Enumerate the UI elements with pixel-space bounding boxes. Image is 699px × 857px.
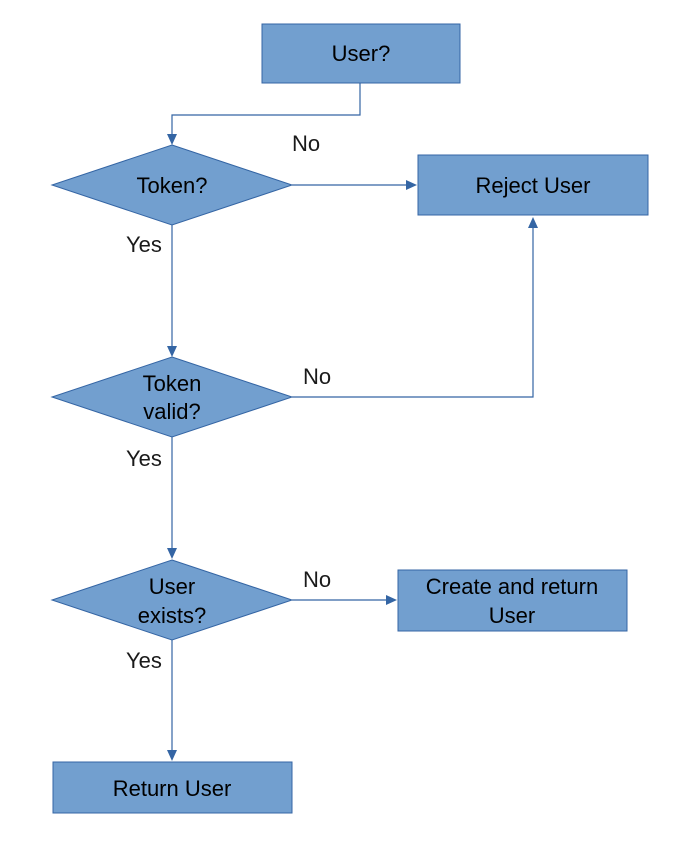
- arrowhead-exists-to-create: [386, 595, 397, 605]
- edge-label-valid-to-reject: No: [303, 364, 331, 389]
- arrowhead-valid-to-exists: [167, 548, 177, 559]
- node-label-line1: User: [149, 574, 195, 599]
- process-box: [397, 569, 628, 632]
- node-reject-user: Reject User: [417, 154, 649, 216]
- arrowhead-user-to-token: [167, 134, 177, 145]
- process-box: [52, 761, 293, 814]
- node-label: User?: [332, 41, 391, 66]
- decision-diamond: [50, 356, 294, 438]
- arrowhead-exists-to-return: [167, 750, 177, 761]
- edge-labels: No Yes No Yes No Yes: [126, 131, 331, 673]
- arrowhead-valid-to-reject: [528, 217, 538, 228]
- node-token-valid-check: Token valid?: [50, 356, 294, 438]
- node-token-check: Token?: [50, 144, 294, 226]
- node-label: Reject User: [476, 173, 591, 198]
- arrowhead-token-to-valid: [167, 346, 177, 357]
- edge-label-token-to-valid: Yes: [126, 232, 162, 257]
- connector-valid-to-reject: [292, 226, 534, 398]
- node-user-exists-check: User exists?: [50, 559, 294, 641]
- edge-label-valid-to-exists: Yes: [126, 446, 162, 471]
- node-label: Token?: [137, 173, 208, 198]
- node-label-line1: Create and return: [426, 574, 598, 599]
- node-user-check: User?: [261, 23, 461, 84]
- node-create-return-user: Create and return User: [397, 569, 628, 632]
- node-label-line2: exists?: [138, 603, 206, 628]
- connectors: [167, 83, 538, 761]
- process-box: [417, 154, 649, 216]
- node-label: Return User: [113, 776, 232, 801]
- arrowhead-token-to-reject: [406, 180, 417, 190]
- node-label-line2: valid?: [143, 399, 200, 424]
- edge-label-exists-to-return: Yes: [126, 648, 162, 673]
- decision-diamond: [50, 144, 294, 226]
- connector-user-to-token: [171, 83, 361, 136]
- edge-label-exists-to-create: No: [303, 567, 331, 592]
- decision-diamond: [50, 559, 294, 641]
- node-return-user: Return User: [52, 761, 293, 814]
- node-label-line2: User: [489, 603, 535, 628]
- edge-label-user-to-token: No: [292, 131, 320, 156]
- process-box: [261, 23, 461, 84]
- node-label-line1: Token: [143, 371, 202, 396]
